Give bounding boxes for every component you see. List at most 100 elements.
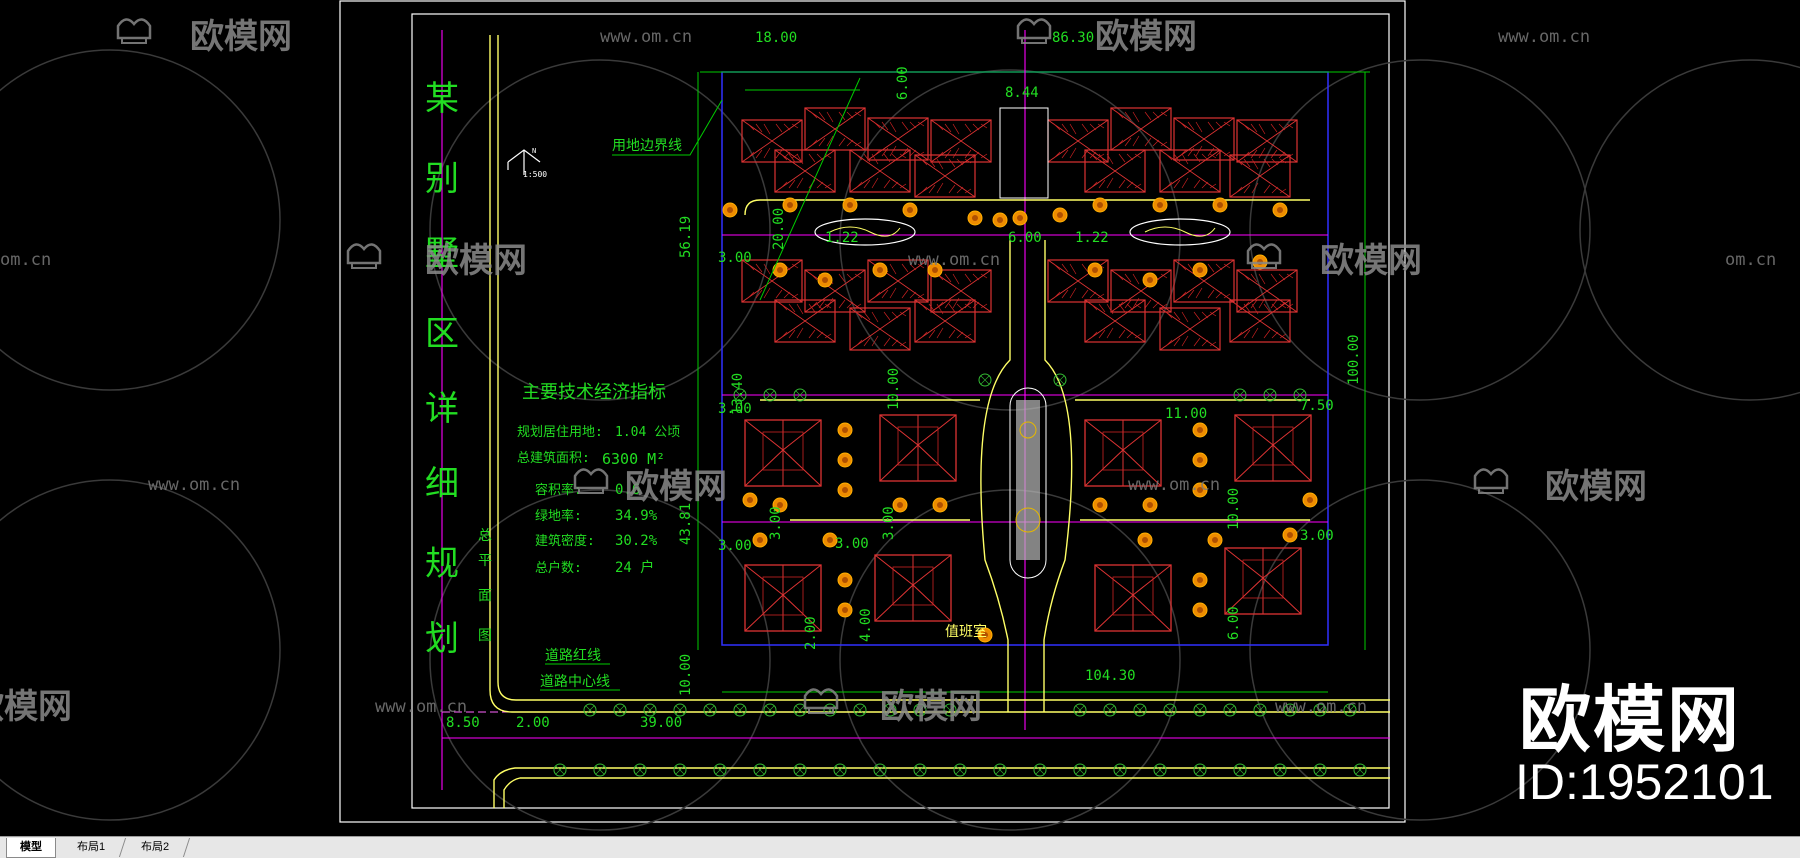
row-houses-middle-east [1047,259,1298,351]
title-char-1: 别 [425,159,459,199]
svg-text:10.00: 10.00 [886,368,902,410]
svg-text:6.00: 6.00 [895,66,911,100]
svg-text:43.81: 43.81 [678,503,694,545]
title-char-5: 细 [425,464,459,504]
scale-label: 1:500 [523,170,547,179]
svg-text:总建筑面积:: 总建筑面积: [517,450,590,466]
tab-model[interactable]: 模型 [6,838,56,858]
svg-text:1.22: 1.22 [1075,230,1109,246]
svg-text:10.00: 10.00 [1226,488,1242,530]
svg-text:www.om.cn: www.om.cn [1128,475,1220,495]
svg-text:8.44: 8.44 [1005,85,1039,101]
watermarks: www.om.cn www.om.cn www.om.cn www.om.cn … [0,17,1776,727]
svg-text:8.50: 8.50 [446,715,480,731]
svg-text:欧模网: 欧模网 [880,687,982,727]
indicators-block: 主要技术经济指标 规划居住用地: 1.04 公顷 总建筑面积: 6300 M² … [517,382,680,576]
svg-text:www.om.cn: www.om.cn [600,27,692,47]
svg-text:www.om.cn: www.om.cn [148,475,240,495]
central-garden [1009,387,1047,579]
svg-text:www.om.cn: www.om.cn [375,697,467,717]
svg-text:容积率:: 容积率: [535,482,582,498]
roads [489,35,1390,808]
svg-text:10.00: 10.00 [678,654,694,696]
title-char-2: 墅 [425,234,459,274]
svg-text:3.00: 3.00 [768,506,784,540]
svg-text:86.30: 86.30 [1052,30,1094,46]
svg-text:www.om.cn: www.om.cn [908,250,1000,270]
tab-layout-1[interactable]: 布局1 [56,838,127,857]
svg-text:欧模网: 欧模网 [1545,467,1647,507]
svg-text:4.00: 4.00 [858,608,874,642]
svg-text:欧模网: 欧模网 [0,687,72,727]
site-plan-drawing: 某 别 墅 区 详 细 规 划 总 平 面 图 N 1:500 主要技术经济指标… [0,0,1800,831]
svg-text:39.00: 39.00 [640,715,682,731]
svg-text:欧模网: 欧模网 [190,17,292,57]
svg-text:www.om.cn: www.om.cn [1498,27,1590,47]
svg-text:3.00: 3.00 [718,538,752,554]
label-road-center-line: 道路中心线 [540,674,610,690]
svg-text:欧模网: 欧模网 [1320,241,1422,281]
title-char-7: 划 [425,619,459,659]
svg-text:总: 总 [478,528,492,544]
cad-viewport[interactable]: 某 别 墅 区 详 细 规 划 总 平 面 图 N 1:500 主要技术经济指标… [0,0,1800,836]
title-char-0: 某 [425,79,459,119]
watermark-pattern [0,49,1800,831]
svg-text:欧模网: 欧模网 [425,241,527,281]
row-houses-north-east [1047,107,1298,198]
svg-text:欧模网: 欧模网 [625,467,727,507]
svg-text:面: 面 [478,588,492,604]
svg-text:30.2%: 30.2% [615,533,658,549]
svg-text:2.00: 2.00 [516,715,550,731]
svg-text:3.00: 3.00 [718,401,752,417]
svg-text:3.00: 3.00 [835,536,869,552]
svg-text:34.9%: 34.9% [615,508,658,524]
svg-text:欧模网: 欧模网 [1095,17,1197,57]
svg-text:平: 平 [478,553,492,569]
sheet-outer-frame [339,0,1406,823]
svg-text:7.50: 7.50 [1300,398,1334,414]
dimension-labels: 18.00 86.30 8.44 1.22 6.00 1.22 3.00 3.0… [446,30,1334,731]
svg-text:0.6: 0.6 [615,482,640,498]
svg-text:www.om.cn: www.om.cn [1275,697,1367,717]
svg-text:om.cn: om.cn [0,250,51,270]
svg-text:1.04 公顷: 1.04 公顷 [615,425,680,440]
svg-text:100.00: 100.00 [1346,334,1362,385]
svg-text:24 户: 24 户 [615,559,654,576]
svg-text:2.00: 2.00 [803,616,819,650]
garden-east [1129,218,1231,246]
svg-text:建筑密度:: 建筑密度: [535,533,595,549]
svg-text:6.00: 6.00 [1008,230,1042,246]
title-char-3: 区 [425,314,459,354]
svg-text:图: 图 [478,628,492,644]
indicators-title: 主要技术经济指标 [522,382,666,403]
north-letter: N [532,147,536,155]
brand-logo: 欧模网 [1518,678,1741,762]
svg-text:1.22: 1.22 [825,230,859,246]
title-char-6: 规 [425,544,459,584]
plan-title-vertical: 某 别 墅 区 详 细 规 划 [425,79,459,659]
svg-text:总户数:: 总户数: [535,560,582,576]
svg-text:18.00: 18.00 [755,30,797,46]
svg-text:3.00: 3.00 [881,506,897,540]
svg-text:13.40: 13.40 [730,373,746,415]
label-guard-room: 值班室 [945,623,987,640]
svg-text:104.30: 104.30 [1085,668,1136,684]
svg-text:3.00: 3.00 [1300,528,1334,544]
north-arrow-icon [507,149,541,175]
svg-text:20.00: 20.00 [771,208,787,250]
svg-text:6.00: 6.00 [1226,606,1242,640]
svg-text:规划居住用地:: 规划居住用地: [517,425,603,440]
tab-layout-2[interactable]: 布局2 [120,838,191,857]
label-road-red-line: 道路红线 [545,648,601,664]
svg-text:om.cn: om.cn [1725,250,1776,270]
model-id-label: ID:1952101 [1515,754,1774,810]
sheet-inner-frame [411,13,1390,809]
svg-text:3.00: 3.00 [718,250,752,266]
garden-west [814,218,916,246]
row-houses-north-west [741,107,992,198]
svg-text:56.19: 56.19 [678,216,694,258]
svg-text:11.00: 11.00 [1165,406,1207,422]
svg-text:绿地率:: 绿地率: [535,508,582,524]
plan-label-vertical: 总 平 面 图 [478,528,492,644]
layout-tab-bar: 模型 布局1 布局2 [0,836,1800,858]
